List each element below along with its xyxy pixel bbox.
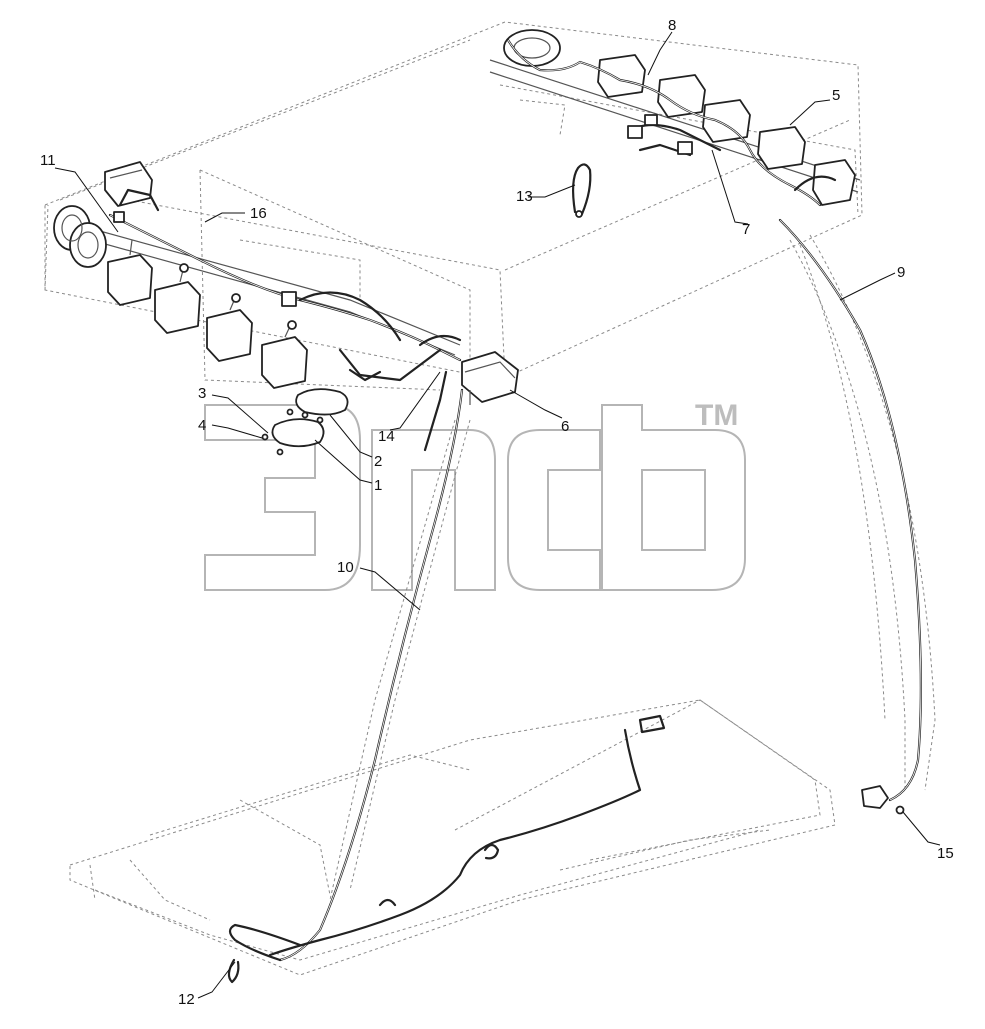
callout-5: 5 (832, 87, 840, 104)
leader-lines (54, 31, 941, 999)
rear-light-bar (489, 29, 861, 206)
harness-9 (778, 218, 922, 815)
watermark-tm: TM (695, 399, 738, 432)
callout-10: 10 (337, 559, 354, 576)
strap-13 (571, 163, 592, 218)
callout-2: 2 (374, 453, 382, 470)
callout-11: 11 (40, 152, 56, 169)
callout-7: 7 (742, 221, 750, 238)
callout-6: 6 (561, 418, 569, 435)
cab-floor-outline (69, 699, 836, 976)
cab-roof-outline (44, 21, 863, 391)
callout-1: 1 (374, 477, 382, 494)
front-light-bar (53, 161, 461, 389)
callout-4: 4 (198, 417, 206, 434)
callout-13: 13 (516, 188, 533, 205)
callout-14: 14 (378, 428, 395, 445)
callout-3: 3 (198, 385, 206, 402)
rear-wiring-harness (506, 38, 837, 207)
callout-9: 9 (897, 264, 905, 281)
callout-labels: 11 16 13 8 5 7 9 6 14 2 1 3 4 10 12 15 (40, 17, 954, 1008)
callout-15: 15 (937, 845, 954, 862)
callout-8: 8 (668, 17, 676, 34)
watermark-logo (204, 404, 746, 591)
callout-16: 16 (250, 205, 267, 222)
lens-covers (261, 388, 349, 456)
front-wiring-harness (108, 188, 462, 382)
side-beacon (461, 351, 519, 405)
callout-12: 12 (178, 991, 195, 1008)
harness-10 (228, 370, 464, 962)
